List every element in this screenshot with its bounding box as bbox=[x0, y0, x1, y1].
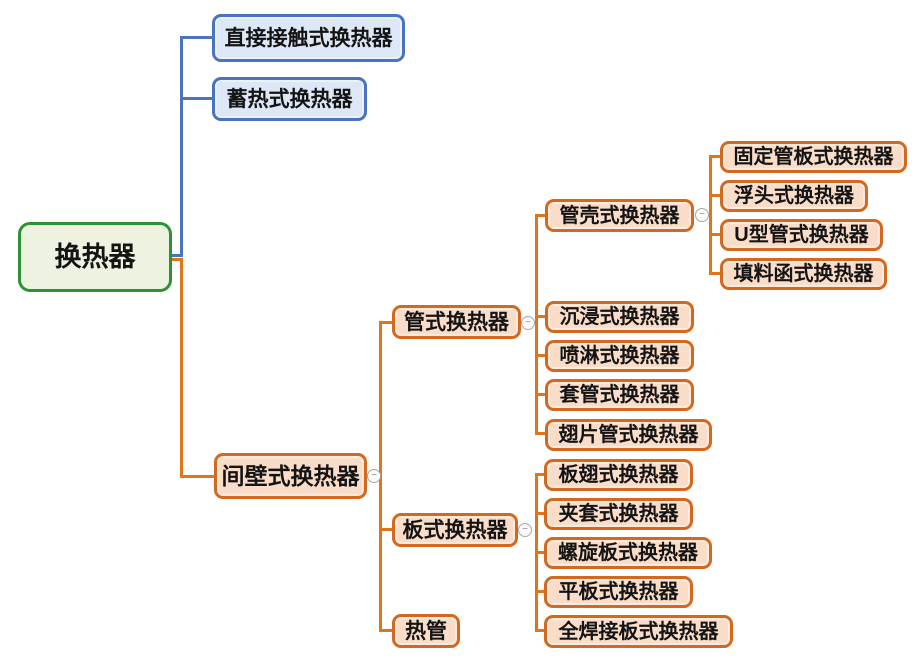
node-tubular[interactable]: 管式换热器 bbox=[392, 305, 521, 339]
node-jacketed[interactable]: 夹套式换热器 bbox=[544, 498, 693, 530]
connector-orange-trunk-root bbox=[180, 258, 183, 478]
node-fixed-tubesheet[interactable]: 固定管板式换热器 bbox=[720, 141, 907, 173]
connector-stub-flatplate bbox=[535, 590, 544, 593]
connector-shelltube-trunk bbox=[709, 155, 712, 275]
minus-icon: − bbox=[699, 209, 705, 220]
node-shell-tube[interactable]: 管壳式换热器 bbox=[545, 199, 694, 232]
connector-stub-immersed bbox=[535, 315, 545, 318]
connector-stub-doublepipe bbox=[535, 393, 545, 396]
node-root-heat-exchanger[interactable]: 换热器 bbox=[18, 222, 172, 292]
minus-icon: − bbox=[525, 317, 531, 328]
node-spiral-plate[interactable]: 螺旋板式换热器 bbox=[544, 537, 712, 569]
node-spray[interactable]: 喷淋式换热器 bbox=[545, 340, 694, 372]
node-flat-plate[interactable]: 平板式换热器 bbox=[544, 576, 693, 608]
minus-icon: − bbox=[371, 470, 377, 481]
connector-blue-stub-direct bbox=[180, 36, 212, 39]
collapse-toggle-partition[interactable]: − bbox=[367, 469, 381, 483]
connector-stub-platefin bbox=[535, 473, 544, 476]
minus-icon: − bbox=[522, 524, 528, 535]
collapse-toggle-tubular[interactable]: − bbox=[521, 316, 535, 330]
node-plate[interactable]: 板式换热器 bbox=[392, 513, 518, 547]
connector-tubular-trunk bbox=[535, 214, 538, 435]
node-u-tube[interactable]: U型管式换热器 bbox=[720, 219, 883, 251]
connector-stub-shelltube bbox=[535, 214, 545, 217]
node-direct-contact[interactable]: 直接接触式换热器 bbox=[212, 14, 405, 62]
connector-stub-heatpipe bbox=[379, 629, 392, 632]
node-heat-pipe[interactable]: 热管 bbox=[392, 614, 460, 648]
connector-orange-stub-partition bbox=[180, 475, 214, 478]
connector-stub-spray bbox=[535, 354, 545, 357]
connector-blue-trunk bbox=[180, 36, 183, 257]
node-stuffing-box[interactable]: 填料函式换热器 bbox=[720, 258, 887, 290]
connector-stub-fixedtubesheet bbox=[709, 155, 720, 158]
connector-root-blue-stub bbox=[170, 254, 183, 257]
connector-stub-utube bbox=[709, 233, 720, 236]
connector-stub-floatinghead bbox=[709, 194, 720, 197]
connector-stub-tubular bbox=[379, 321, 392, 324]
connector-stub-plate bbox=[379, 528, 392, 531]
connector-blue-stub-regenerative bbox=[180, 97, 212, 100]
collapse-toggle-plate[interactable]: − bbox=[518, 523, 532, 537]
collapse-toggle-shelltube[interactable]: − bbox=[695, 208, 709, 222]
node-double-pipe[interactable]: 套管式换热器 bbox=[545, 379, 694, 411]
node-partition-wall[interactable]: 间壁式换热器 bbox=[214, 453, 367, 499]
connector-stub-finnedtube bbox=[535, 432, 545, 435]
connector-stub-packed bbox=[709, 272, 720, 275]
node-floating-head[interactable]: 浮头式换热器 bbox=[720, 180, 868, 212]
connector-stub-jacketed bbox=[535, 512, 544, 515]
connector-stub-spiralplate bbox=[535, 551, 544, 554]
connector-stub-weldedplate bbox=[535, 629, 544, 632]
node-regenerative[interactable]: 蓄热式换热器 bbox=[212, 77, 367, 121]
node-welded-plate[interactable]: 全焊接板式换热器 bbox=[544, 615, 733, 648]
node-plate-fin[interactable]: 板翅式换热器 bbox=[544, 459, 693, 491]
connector-root-orange-stub bbox=[170, 258, 183, 261]
node-immersed[interactable]: 沉浸式换热器 bbox=[545, 301, 694, 333]
node-finned-tube[interactable]: 翅片管式换热器 bbox=[545, 419, 712, 451]
